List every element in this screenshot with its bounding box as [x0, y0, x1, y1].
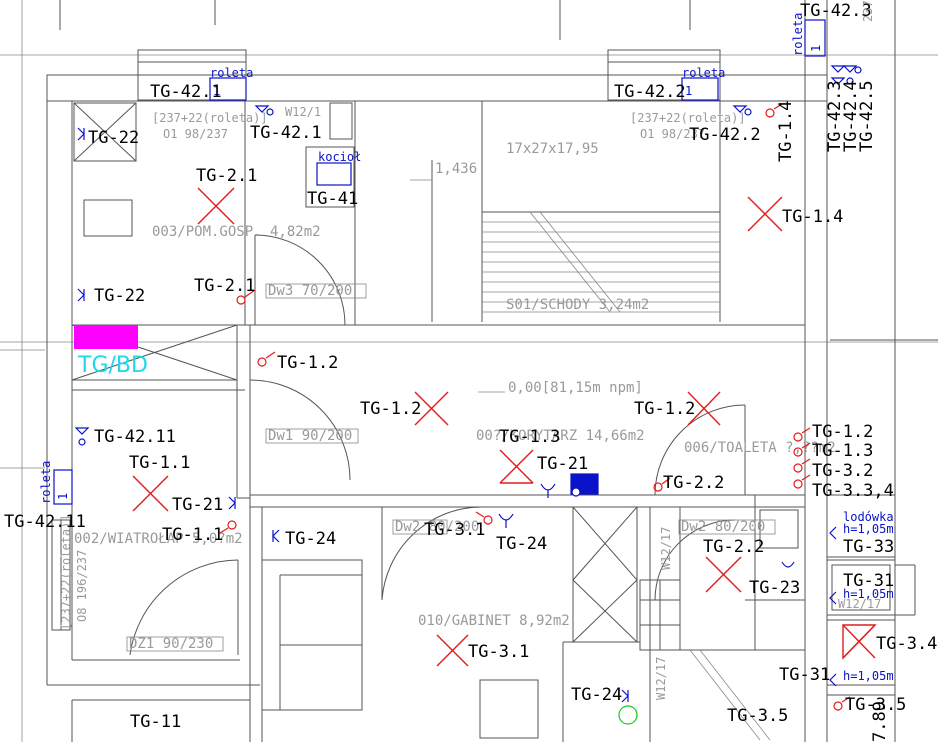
label-tg-24-a: TG-24 [285, 529, 336, 549]
green-circle-marker [618, 705, 638, 725]
tg-labels: TG-42.3 TG-42.1 TG-42.2 TG-22 TG-42.1 TG… [4, 1, 937, 732]
label-tg-1-4: TG-1.4 [782, 207, 843, 227]
label-tg-42-1-top: TG-42.1 [150, 82, 222, 102]
room-pom-gosp: 003/POM.GOSP. 4,82m2 [152, 224, 321, 240]
blue-device-markers [74, 65, 862, 703]
label-tg-31-a: TG-31 [843, 571, 894, 591]
roleta-label-b: roleta [682, 66, 725, 80]
label-tg-41: TG-41 [307, 189, 358, 209]
stairs-dim: 17x27x17,95 [506, 141, 599, 157]
label-tg-1-2-d: TG-1.2 [812, 422, 873, 442]
h105-a: h=1,05m [843, 587, 894, 601]
room-schody: S01/SCHODY 3,24m2 [506, 297, 649, 313]
win-b-line1: [237+22(roleta)] [630, 111, 746, 125]
label-tg-11: TG-11 [130, 712, 181, 732]
roleta-box-d: roleta 1 [39, 461, 73, 505]
label-tg-2-1-a: TG-2.1 [196, 166, 257, 186]
label-tg-2-1-b: TG-2.1 [194, 276, 255, 296]
red-socket-markers [219, 103, 851, 711]
label-tg-24-c: TG-24 [571, 685, 622, 705]
label-tg-42-11: TG-42.11 [94, 427, 176, 447]
level-floor: 0,00[81,15m npm] [508, 380, 643, 396]
door-dw1: Dw1 90/200 [268, 428, 352, 444]
room-toaleta: 006/TOALETA ?,??m2 [684, 440, 836, 456]
win-c-line2: O8 196/237 [75, 550, 89, 622]
roleta-num-b: 1 [685, 84, 692, 98]
label-tg-42-4-vertical: TG-42.4 [841, 80, 861, 152]
label-tg-1-2-a: TG-1.2 [277, 353, 338, 373]
win-a-line1: [237+22(roleta)] [152, 111, 268, 125]
roleta-num-a: 1 [213, 84, 220, 98]
label-tg-24-b: TG-24 [496, 534, 547, 554]
roleta-box-b: roleta 1 [681, 66, 725, 101]
w12-d: W12/17 [654, 657, 668, 700]
lodowka-label: lodówka [843, 510, 894, 524]
red-cross-markers [132, 187, 877, 667]
room-korytarz: 00?/KORYTARZ 14,66m2 [476, 428, 645, 444]
roleta-box-a: roleta 1 [209, 66, 253, 101]
label-tg-42-1-b: TG-42.1 [250, 123, 322, 143]
label-tg-3-5-b: TG-3.5 [727, 706, 788, 726]
roleta-label-c: roleta [791, 13, 805, 56]
label-tg-3-2: TG-3.2 [812, 461, 873, 481]
label-tg-3-3-4: TG-3.3,4 [812, 481, 894, 501]
bd-magenta-block [74, 325, 138, 349]
label-tg-2-2-a: TG-2.2 [663, 473, 724, 493]
room-gabinet: 010/GABINET 8,92m2 [418, 613, 570, 629]
roleta-num-c: 1 [809, 45, 823, 52]
kociol-label: kocioł [318, 150, 361, 164]
label-tg-1-3-b: TG-1.3 [812, 441, 873, 461]
roleta-box-c: roleta 1 [791, 13, 826, 57]
label-tg-1-2-c: TG-1.2 [634, 399, 695, 419]
label-tg-21-a: TG-21 [537, 454, 588, 474]
w12-a: W12/1 [285, 105, 321, 119]
label-tg-1-1-a: TG-1.1 [129, 453, 190, 473]
level-stair: 1,436 [435, 161, 477, 177]
kociol-box: kocioł [305, 146, 361, 208]
label-tg-1-2-b: TG-1.2 [360, 399, 421, 419]
win-c-line1: [237+22(roleta)] [59, 514, 73, 630]
door-dz1: DZ1 90/230 [129, 636, 213, 652]
win-b-line2: O1 98/237 [640, 127, 705, 141]
label-tg-1-1-b: TG-1.1 [162, 525, 223, 545]
top-right-number: 237 [861, 0, 875, 22]
label-tg-22-b: TG-22 [94, 286, 145, 306]
label-tg-23: TG-23 [749, 578, 800, 598]
w12-b: W12/17 [659, 527, 673, 570]
label-tg-3-1-a: TG-3.1 [424, 520, 485, 540]
label-tg-42-2-b: TG-42.2 [689, 125, 761, 145]
lodowka-height: h=1,05m [843, 522, 894, 536]
bottom-right-number: 7.89 [870, 701, 890, 742]
label-tg-42-3-vertical: TG-42.3 [825, 80, 845, 152]
label-tg-3-5-a: TG-3.5 [845, 695, 906, 715]
label-tg-42-3: TG-42.3 [800, 1, 872, 21]
label-tg-2-2-b: TG-2.2 [703, 537, 764, 557]
label-tg-1-3-a: TG-1.3 [499, 427, 560, 447]
room-wiatrolap: 002/WIATROŁAP 5,0?m2 [74, 531, 243, 547]
h105-b: h=1,05m [843, 669, 894, 683]
roleta-label-d: roleta [39, 461, 53, 504]
tg-bd-label: TG/BD [77, 353, 148, 378]
roleta-num-d: 1 [56, 493, 70, 500]
label-tg-31-b: TG-31 [779, 665, 830, 685]
door-dw2b: Dw2 80/200 [681, 519, 765, 535]
w12-c: W12/17 [838, 597, 881, 611]
label-tg-42-2-top: TG-42.2 [614, 82, 686, 102]
win-a-line2: O1 98/237 [163, 127, 228, 141]
label-tg-33: TG-33 [843, 537, 894, 557]
label-tg-21-b: TG-21 [172, 495, 223, 515]
label-tg-1-4-vertical: TG-1.4 [776, 101, 796, 162]
label-tg-42-5-vertical: TG-42.5 [857, 80, 877, 152]
door-dw2a: Dw2 80/200 [395, 519, 479, 535]
roleta-label-a: roleta [210, 66, 253, 80]
label-tg-3-1-b: TG-3.1 [468, 642, 529, 662]
label-tg-3-4: TG-3.4 [876, 634, 937, 654]
door-dw3: Dw3 70/200 [268, 283, 352, 299]
label-tg-22-a: TG-22 [88, 128, 139, 148]
label-tg-42-11-side: TG-42.11 [4, 512, 86, 532]
